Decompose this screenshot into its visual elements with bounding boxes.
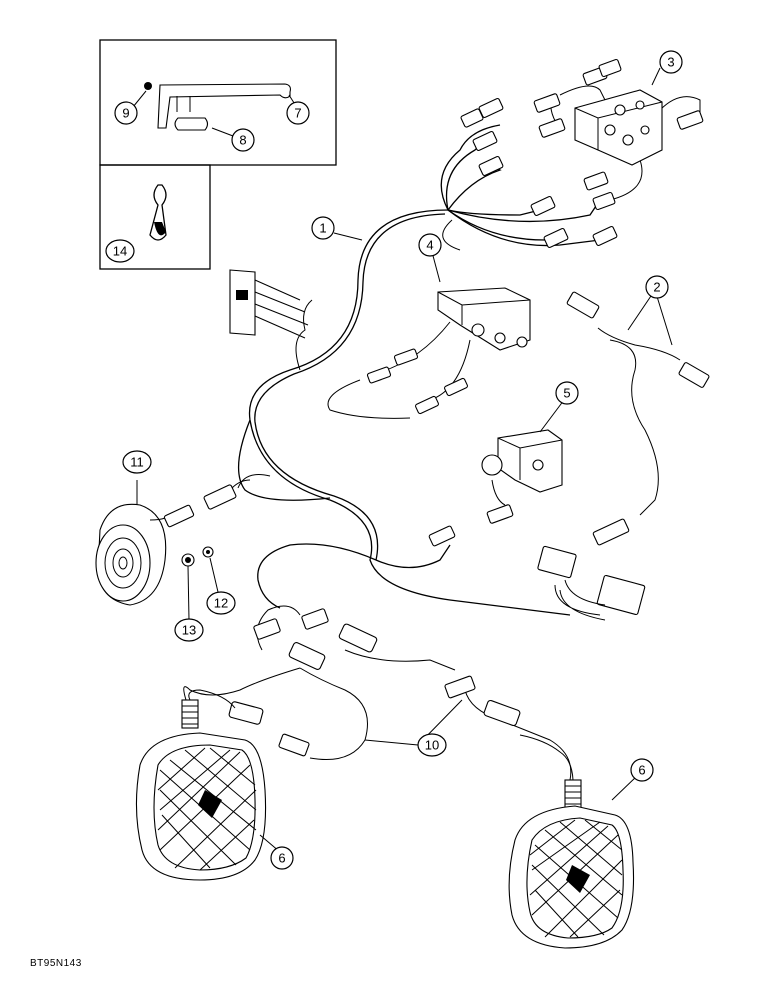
svg-text:1: 1 (319, 221, 326, 236)
svg-text:6: 6 (278, 851, 285, 866)
callout-4: 4 (418, 233, 442, 257)
fasteners-12-13 (181, 546, 219, 621)
callout-6a: 6 (270, 846, 294, 870)
plug-connectors-3 (460, 58, 704, 248)
work-lamp-6-right (508, 779, 635, 949)
callout-11: 11 (122, 450, 152, 474)
callout-3: 3 (659, 50, 683, 74)
callout-13: 13 (174, 618, 204, 642)
svg-text:14: 14 (113, 244, 127, 259)
svg-text:9: 9 (122, 106, 129, 121)
svg-text:3: 3 (667, 55, 674, 70)
valve-4 (327, 287, 531, 419)
svg-text:2: 2 (653, 280, 660, 295)
callout-5: 5 (555, 381, 579, 405)
svg-text:5: 5 (563, 386, 570, 401)
multi-pin-connectors (537, 545, 646, 621)
svg-text:7: 7 (294, 106, 301, 121)
inset-boxes (99, 39, 337, 270)
svg-text:4: 4 (426, 238, 433, 253)
callout-7: 7 (286, 101, 310, 125)
nut-9 (144, 82, 152, 90)
harness-wires (183, 209, 681, 781)
svg-text:6: 6 (638, 763, 645, 778)
cable-clamp (149, 184, 167, 241)
svg-text:11: 11 (130, 455, 144, 470)
lamp-connectors-10 (228, 608, 521, 757)
svg-text:12: 12 (214, 596, 228, 611)
work-lamp-6-left (135, 699, 267, 881)
lamp-leads (188, 689, 574, 781)
callout-2: 2 (645, 275, 669, 299)
callout-12: 12 (206, 591, 236, 615)
callout-1: 1 (311, 216, 335, 240)
callout-10: 10 (417, 733, 447, 757)
callout-9: 9 (114, 101, 138, 125)
valve-block-3 (574, 89, 663, 166)
valve-5 (428, 429, 563, 547)
callout-8: 8 (231, 128, 255, 152)
svg-text:13: 13 (182, 623, 196, 638)
svg-text:8: 8 (239, 133, 246, 148)
terminal-strip (229, 269, 309, 339)
callout-14: 14 (105, 239, 135, 263)
connector-2 (566, 291, 710, 546)
bracket-assembly (132, 82, 297, 137)
callout-6b: 6 (630, 758, 654, 782)
figure-code: BT95N143 (30, 958, 82, 969)
alarm-11 (95, 479, 251, 606)
svg-text:10: 10 (425, 738, 439, 753)
